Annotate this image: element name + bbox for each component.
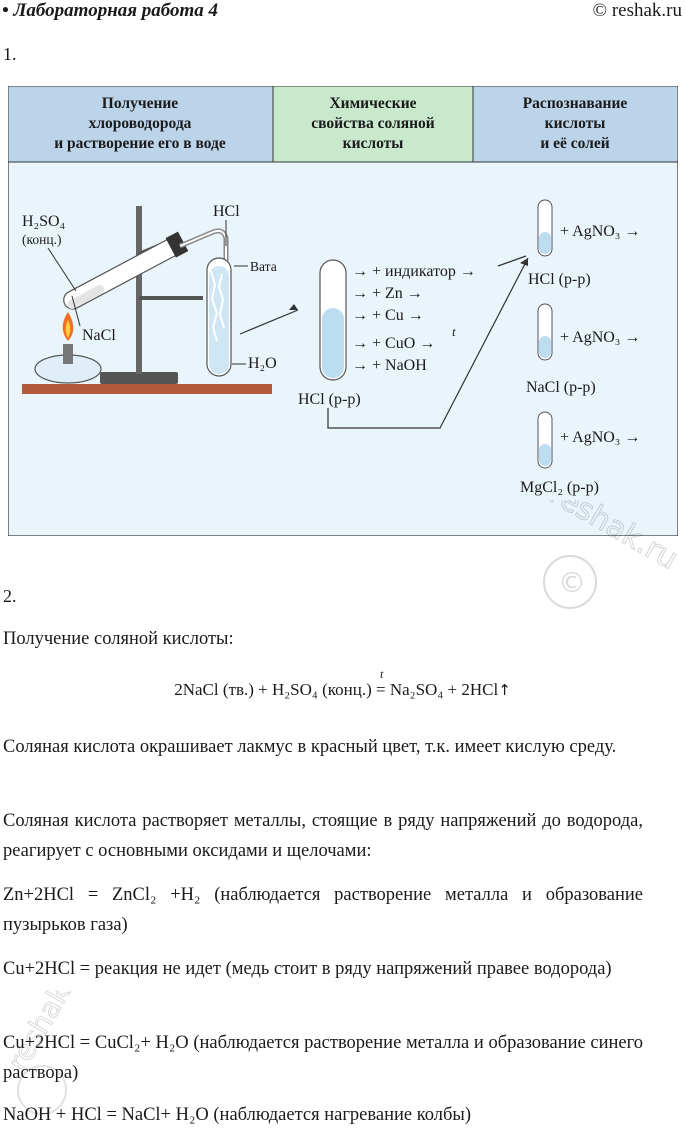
tube-label-nacl: NaCl (р-р) (526, 379, 596, 396)
tube-label-mgcl2: MgCl₂ (р-р) (520, 479, 599, 496)
gas-arrow-icon: ↑ (498, 681, 511, 699)
paragraph-cu: Cu+2HCl = реакция не идет (медь стоит в … (3, 959, 612, 979)
reagent-naoh: → + NaOH (352, 357, 427, 374)
label-hcl-gas: HCl (213, 203, 240, 220)
equation-right: Na₂SO₄ + 2HCl (389, 680, 499, 699)
paragraph-metals: Соляная кислота растворяет металлы, стоя… (3, 811, 643, 861)
col2-line3: кислоты (343, 135, 404, 152)
arrow-to-hcl (239, 309, 299, 335)
paragraph-litmus: Соляная кислота окрашивает лакмус в крас… (3, 737, 617, 757)
col2-line1: Химические (329, 95, 416, 112)
col2-line2: свойства соляной (311, 115, 435, 132)
site-credit: © reshak.ru (592, 0, 682, 21)
agno3-2: + AgNO₃ → (560, 329, 640, 346)
intro-text: Получение соляной кислоты: (3, 629, 234, 649)
agno3-1: + AgNO₃ → (560, 223, 640, 240)
col1-line3: и растворение его в воде (54, 135, 226, 152)
page-header: • Лабораторная работа 4 © reshak.ru (0, 0, 685, 22)
stand-rod (136, 206, 142, 374)
label-hcl-solution: HCl (р-р) (298, 391, 361, 408)
label-h2so4: H₂SO₄ (22, 213, 66, 230)
lab-figure: Получение хлороводорода и растворение ег… (8, 86, 678, 536)
watermark-symbol: © (558, 566, 586, 599)
reagent-zn: → + Zn → (352, 285, 423, 302)
label-konc: (конц.) (22, 232, 61, 247)
label-t: t (452, 324, 456, 339)
page-title: • Лабораторная работа 4 (2, 0, 219, 21)
col3-line1: Распознавание (523, 95, 628, 112)
col1-line1: Получение (102, 95, 179, 112)
connector-line (327, 257, 529, 429)
label-h2o: H₂O (248, 355, 277, 372)
equation-t: t (380, 667, 384, 681)
reagent-cuo: → + CuO → (352, 335, 435, 352)
burner-wick (63, 344, 73, 364)
agno3-3: + AgNO₃ → (560, 429, 640, 446)
paragraph-zn: Zn+2HCl = ZnCl₂ +H₂ (наблюдается раствор… (3, 885, 643, 935)
col3-line3: и её солей (540, 135, 609, 152)
section-1-number: 1. (3, 44, 17, 64)
label-nacl-solid: NaCl (82, 327, 116, 344)
reagent-indicator: → + индикатор → (352, 263, 476, 280)
recognition-tubes (537, 199, 553, 469)
equation: 2NaCl (тв.) + H₂SO₄ (конц.) t= Na₂SO₄ + … (0, 667, 685, 700)
paragraph-cuo: Cu+2HCl = CuCl₂+ H₂O (наблюдается раство… (3, 1033, 643, 1083)
equation-left: 2NaCl (тв.) + H₂SO₄ (конц.) (174, 680, 372, 699)
col1-line2: хлороводорода (89, 115, 192, 132)
reagent-cu: → + Cu → (352, 307, 424, 324)
paragraph-naoh: NaOH + HCl = NaCl+ H₂O (наблюдается нагр… (3, 1105, 472, 1125)
tube-label-hcl: HCl (р-р) (528, 271, 591, 288)
header-cell-1 (8, 86, 274, 163)
bench (22, 384, 272, 394)
col3-line2: кислоты (545, 115, 606, 132)
section-2-number: 2. (3, 586, 17, 606)
reaction-tube (63, 231, 189, 310)
label-vata: Вата (250, 259, 277, 274)
equation-sign: t= (376, 667, 386, 699)
header-cell-3 (472, 86, 678, 163)
stand-base (100, 372, 178, 384)
